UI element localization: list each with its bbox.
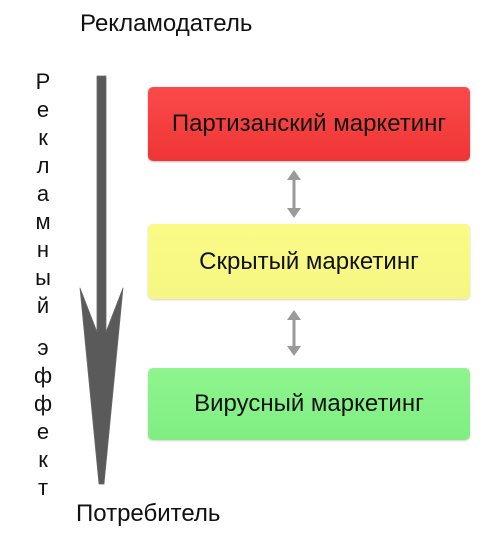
- vertical-letter: е: [36, 97, 50, 122]
- guerrilla-marketing-box: Партизанский маркетинг: [148, 87, 470, 161]
- viral-marketing-box: Вирусный маркетинг: [148, 368, 470, 440]
- vertical-letter: л: [36, 153, 50, 178]
- connector-arrow-1: [287, 170, 301, 218]
- covert-marketing-box: Скрытый маркетинг: [148, 224, 470, 299]
- consumer-label: Потребитель: [76, 500, 221, 527]
- vertical-letter: Р: [35, 69, 51, 94]
- vertical-letter: н: [36, 237, 50, 262]
- vertical-letter: й: [36, 293, 50, 318]
- vertical-letter: а: [36, 181, 50, 206]
- vertical-letter: т: [37, 475, 49, 500]
- vertical-letter: к: [38, 447, 48, 472]
- advertising-effect-arrow: [79, 75, 124, 485]
- vertical-letter: к: [38, 125, 48, 150]
- advertiser-label: Рекламодатель: [80, 10, 253, 37]
- vertical-letter: е: [36, 419, 50, 444]
- vertical-letter: ы: [35, 265, 51, 290]
- vertical-letter: э: [37, 335, 49, 360]
- connector-arrow-2: [287, 310, 301, 356]
- vertical-letter: м: [35, 209, 51, 234]
- vertical-letter: ф: [33, 363, 53, 388]
- vertical-letter: ф: [33, 391, 53, 416]
